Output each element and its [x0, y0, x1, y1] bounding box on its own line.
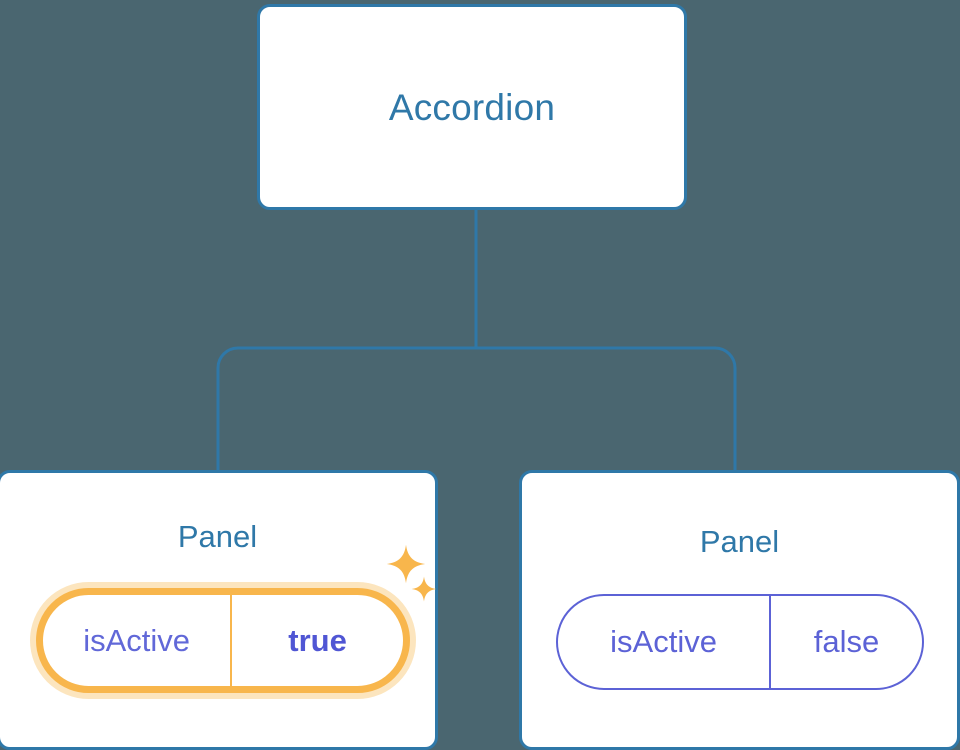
prop-key-label: isActive [610, 624, 717, 659]
prop-pill-isactive-true[interactable]: isActive true [36, 588, 410, 693]
prop-key-label: isActive [83, 622, 190, 658]
diagram-canvas: Accordion Panel isActive true Panel isAc… [0, 4, 960, 750]
node-accordion[interactable]: Accordion [257, 4, 687, 210]
edge-to-panel-left [216, 346, 476, 470]
node-panel-active-title: Panel [177, 519, 258, 554]
edge-to-panel-right [476, 346, 737, 470]
prop-pill-isactive-false[interactable]: isActive false [556, 594, 924, 690]
prop-value-label: true [230, 595, 403, 686]
prop-value-label: false [769, 596, 922, 688]
node-panel-inactive-title: Panel [699, 524, 780, 559]
node-accordion-title: Accordion [388, 86, 556, 128]
